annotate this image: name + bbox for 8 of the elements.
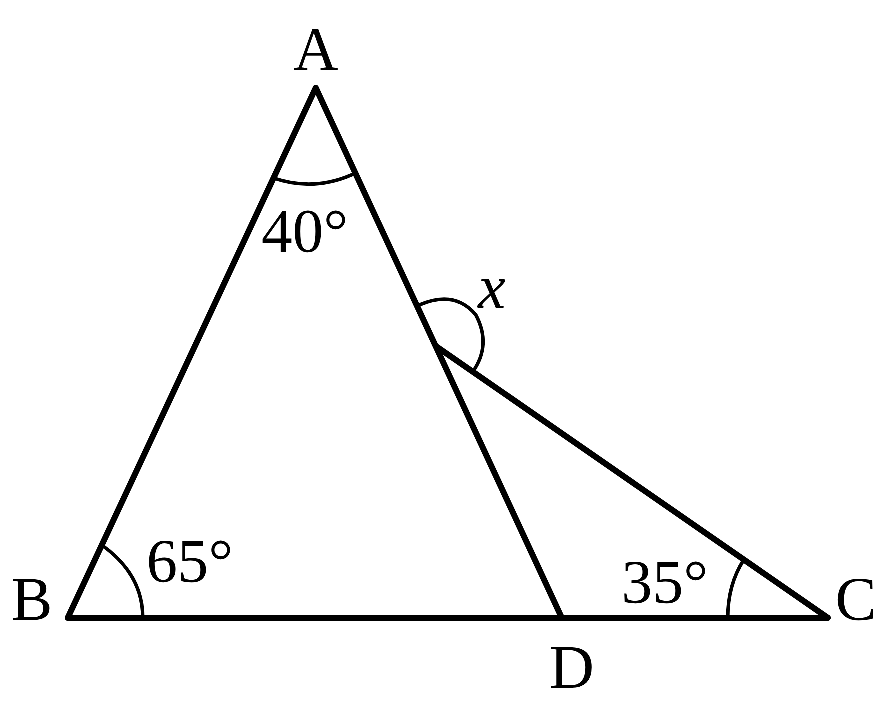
point-label: A	[294, 19, 338, 81]
angle-label: 65°	[146, 531, 234, 593]
point-label: B	[11, 569, 53, 631]
angle-label: x	[478, 257, 506, 319]
point-label: D	[550, 637, 594, 699]
angle-label: 35°	[622, 552, 708, 614]
point-label: C	[835, 569, 877, 631]
angle-label: 40°	[262, 201, 348, 263]
